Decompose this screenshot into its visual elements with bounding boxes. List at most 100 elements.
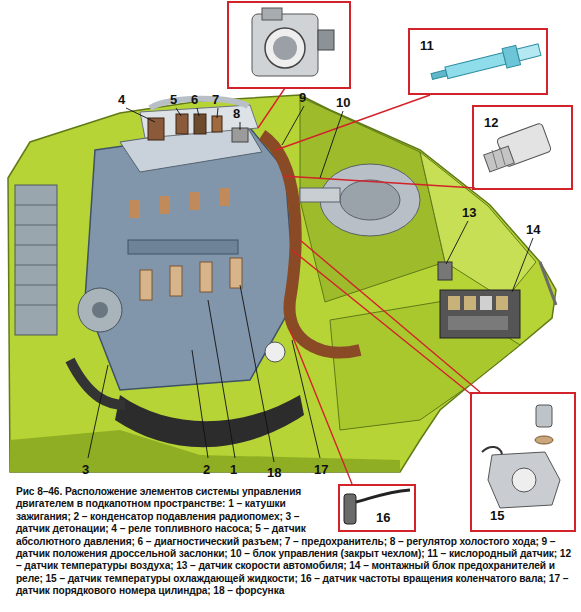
throttle-body-icon-part bbox=[273, 36, 297, 60]
red-leader-lines-part bbox=[290, 330, 352, 484]
coolant-sensor-icon-part bbox=[488, 452, 560, 508]
inset-box: 15 bbox=[470, 392, 576, 532]
relays-and-connectors-part bbox=[212, 116, 222, 132]
engine-block-part bbox=[160, 196, 170, 214]
callout-number: 12 bbox=[484, 116, 498, 129]
engine-block-part bbox=[265, 342, 285, 362]
radiator-part bbox=[15, 285, 57, 286]
hoses-part bbox=[70, 360, 125, 405]
radiator-part bbox=[15, 245, 57, 246]
black-leader-lines-part bbox=[282, 106, 304, 145]
fuse-block-part bbox=[480, 296, 492, 310]
black-leader-lines-part bbox=[446, 221, 468, 264]
inset-gap bbox=[332, 486, 574, 535]
red-leader-lines-part bbox=[283, 176, 475, 188]
red-leader-lines bbox=[258, 88, 480, 484]
engine-block-part bbox=[220, 188, 230, 206]
callout-number: 14 bbox=[526, 223, 540, 236]
engine-block-part bbox=[190, 192, 200, 210]
throttle-body-icon-part bbox=[252, 14, 318, 76]
crankshaft-sensor-icon-part bbox=[344, 494, 356, 524]
oxygen-sensor-icon-part bbox=[445, 53, 506, 79]
black-leader-lines-part bbox=[512, 238, 533, 292]
fuse-block-part bbox=[464, 296, 476, 310]
fuse-block-part bbox=[438, 262, 452, 280]
inset-box: 12 bbox=[472, 105, 573, 190]
coolant-sensor-icon-part bbox=[536, 405, 552, 427]
engine-block-part bbox=[85, 128, 295, 390]
inset-frames-part bbox=[472, 105, 573, 190]
oxygen-sensor-icon bbox=[429, 40, 542, 86]
black-leader-lines-part bbox=[197, 108, 199, 116]
callout-number: 16 bbox=[376, 511, 390, 524]
oxygen-sensor-icon-part bbox=[517, 44, 541, 61]
callout-number: 1 bbox=[230, 463, 237, 476]
inset-box: 16 bbox=[338, 484, 416, 532]
callout-number: 4 bbox=[118, 93, 125, 106]
throttle-body-icon bbox=[252, 8, 334, 76]
throttle-body-icon-part bbox=[318, 30, 334, 50]
oxygen-sensor-icon-part bbox=[431, 70, 447, 79]
callout-number: 18 bbox=[267, 466, 281, 479]
black-leader-lines-part bbox=[292, 340, 320, 458]
brake-booster bbox=[300, 164, 420, 236]
engine-block-part bbox=[130, 200, 140, 218]
hoses-part bbox=[115, 395, 304, 447]
air-temperature-sensor-icon-part bbox=[492, 150, 497, 168]
figure-caption: Рис 8–46. Расположение элементов системы… bbox=[16, 486, 574, 598]
black-leader-lines bbox=[88, 106, 533, 462]
brake-booster-part bbox=[300, 188, 340, 202]
callout-number: 5 bbox=[170, 93, 177, 106]
radiator-part bbox=[15, 205, 57, 206]
red-leader-lines-part bbox=[292, 250, 472, 395]
relays-and-connectors-part bbox=[148, 118, 164, 140]
black-leader-lines-part bbox=[88, 365, 108, 458]
air-temperature-sensor-icon-part bbox=[484, 146, 515, 172]
callout-number: 13 bbox=[462, 206, 476, 219]
callout-number: 10 bbox=[336, 96, 350, 109]
coolant-sensor-icon-part bbox=[512, 468, 536, 492]
air-temperature-sensor-icon bbox=[484, 123, 552, 172]
crankshaft-sensor-icon-part bbox=[356, 490, 410, 502]
inset-frames-part bbox=[228, 2, 350, 88]
air-temperature-sensor-icon-part bbox=[500, 147, 505, 165]
caption-body: 1 – катушки зажигания; 2 – конденсатор п… bbox=[16, 498, 571, 596]
fuse-block-part bbox=[448, 316, 508, 330]
hoses-part bbox=[262, 135, 360, 353]
brake-booster-part bbox=[340, 180, 400, 220]
callout-number: 7 bbox=[212, 93, 219, 106]
car-body-part bbox=[300, 97, 445, 302]
engine-block-part bbox=[92, 302, 108, 318]
red-leader-lines-part bbox=[258, 88, 285, 128]
red-leader-lines-part bbox=[300, 240, 480, 392]
callout-number: 6 bbox=[191, 93, 198, 106]
callout-number: 8 bbox=[233, 107, 240, 120]
coolant-sensor-icon bbox=[482, 405, 560, 508]
engine-block-part bbox=[170, 266, 182, 296]
hoses bbox=[70, 135, 360, 447]
inset-frames bbox=[228, 2, 576, 532]
inset-box: 11 bbox=[408, 28, 548, 95]
car-body-part bbox=[540, 262, 556, 305]
black-leader-lines-part bbox=[217, 108, 218, 118]
engine-block-part bbox=[200, 262, 212, 292]
crankshaft-sensor-icon bbox=[344, 490, 410, 524]
coolant-sensor-icon-part bbox=[535, 436, 553, 444]
black-leader-lines-part bbox=[320, 111, 343, 178]
engine-block-part bbox=[128, 240, 238, 254]
relays-and-connectors-part bbox=[176, 114, 188, 134]
black-leader-lines-part bbox=[240, 122, 241, 130]
inset-frames-part bbox=[338, 484, 416, 532]
fuse-block bbox=[438, 262, 520, 338]
radiator-part bbox=[15, 265, 57, 266]
coolant-sensor-icon-part bbox=[482, 447, 502, 454]
black-leader-lines-part bbox=[176, 108, 181, 116]
black-leader-lines-part bbox=[240, 285, 274, 462]
inset-frames-part bbox=[408, 28, 548, 95]
relays-and-connectors-part bbox=[194, 114, 206, 134]
throttle-body-icon-part bbox=[262, 8, 282, 20]
callout-number: 9 bbox=[299, 91, 306, 104]
radiator-part bbox=[15, 225, 57, 226]
engine-block-part bbox=[140, 270, 152, 300]
radiator-part bbox=[15, 305, 57, 306]
